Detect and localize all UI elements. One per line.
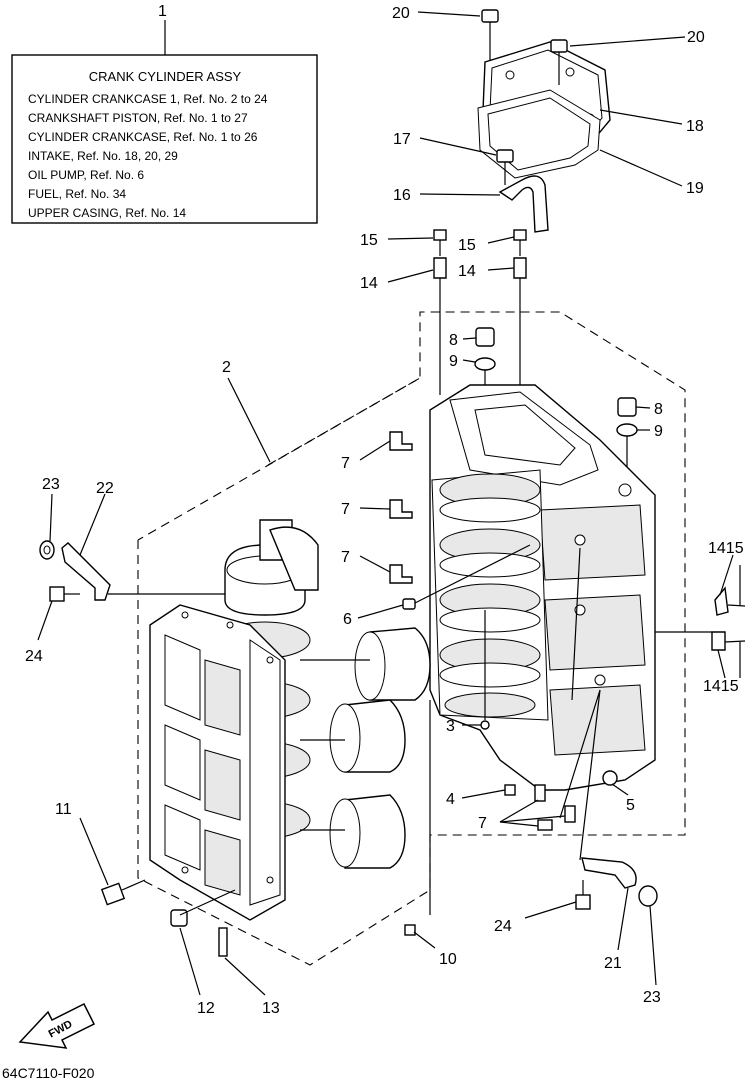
figure-id: 64C7110-F020	[2, 1065, 95, 1081]
bolt-20	[481, 9, 499, 60]
callout-7: 7	[341, 501, 350, 518]
pistons	[300, 627, 431, 869]
bracket-16	[498, 175, 549, 233]
callout-1415: 1415	[708, 540, 744, 557]
callout-24: 24	[25, 648, 43, 665]
hose-21	[581, 857, 637, 889]
callout-18: 18	[686, 118, 704, 135]
callout-24: 24	[494, 918, 512, 935]
stud-13	[218, 927, 228, 957]
callout-5: 5	[626, 797, 635, 814]
clamp-14	[513, 257, 527, 385]
callout-6: 6	[343, 611, 352, 628]
washer-9	[474, 357, 496, 371]
callout-15: 15	[360, 232, 378, 249]
callout-16: 16	[393, 187, 411, 204]
callout-9: 9	[449, 353, 458, 370]
callout-8: 8	[654, 401, 663, 418]
fwd-arrow-icon: FWD	[18, 1002, 96, 1049]
legend-title: CRANK CYLINDER ASSY	[89, 69, 242, 84]
callout-23: 23	[643, 989, 661, 1006]
assembly-outline	[137, 311, 686, 966]
plug-8	[475, 327, 495, 347]
cylinder-head	[149, 604, 286, 921]
pin-3	[480, 720, 490, 730]
callout-15: 15	[458, 237, 476, 254]
callout-7: 7	[341, 455, 350, 472]
plug-4	[504, 784, 516, 796]
bolt-24	[49, 586, 80, 602]
callout-8: 8	[449, 332, 458, 349]
bolt-17	[496, 149, 514, 185]
cap-23	[638, 885, 658, 907]
legend-line: CYLINDER CRANKCASE 1, Ref. No. 2 to 24	[28, 92, 268, 106]
legend-line: CYLINDER CRANKCASE, Ref. No. 1 to 26	[28, 130, 258, 144]
leader-lines	[37, 11, 741, 996]
plug-8	[617, 397, 637, 417]
legend-box: 1 CRANK CYLINDER ASSY CYLINDER CRANKCASE…	[11, 3, 318, 224]
callout-3: 3	[446, 718, 455, 735]
callout-20: 20	[392, 5, 410, 22]
fitting-7	[534, 784, 576, 831]
callout-11: 11	[55, 801, 72, 818]
grommet-1415	[711, 631, 746, 651]
legend-line: UPPER CASING, Ref. No. 14	[28, 206, 186, 220]
callout-17: 17	[393, 131, 411, 148]
callout-22: 22	[96, 480, 114, 497]
legend-line: OIL PUMP, Ref. No. 6	[28, 168, 144, 182]
crankshaft-assembly	[219, 519, 319, 839]
callout-13: 13	[262, 1000, 280, 1017]
callout-10: 10	[439, 951, 457, 968]
callout-1415: 1415	[703, 678, 739, 695]
callout-20: 20	[687, 29, 705, 46]
fitting-7	[389, 564, 413, 584]
plug-5	[602, 770, 618, 786]
callout-12: 12	[197, 1000, 215, 1017]
callout-19: 19	[686, 180, 704, 197]
hose-22	[61, 542, 111, 601]
fitting-7	[389, 499, 413, 519]
plug-10	[404, 924, 416, 936]
clamp-14	[433, 257, 447, 395]
bolt-20	[550, 39, 568, 85]
screw-15	[433, 229, 447, 256]
plug-6	[402, 598, 416, 610]
callout-2: 2	[222, 359, 231, 376]
callout-4: 4	[446, 791, 455, 808]
grommet-1415	[714, 586, 746, 616]
callout-14: 14	[458, 263, 476, 280]
washer-9	[616, 423, 638, 437]
callout-9: 9	[654, 423, 663, 440]
callout-7: 7	[341, 549, 350, 566]
screw-15	[513, 229, 527, 256]
callout-21: 21	[604, 955, 622, 972]
callout-1: 1	[158, 3, 167, 20]
cylinder-block	[429, 384, 656, 791]
callout-23: 23	[42, 476, 60, 493]
legend-line: CRANKSHAFT PISTON, Ref. No. 1 to 27	[28, 111, 248, 125]
legend-line: FUEL, Ref. No. 34	[28, 187, 126, 201]
callout-7: 7	[478, 815, 487, 832]
fitting-7	[389, 431, 413, 451]
bolt-11	[100, 879, 146, 906]
bolt-24	[575, 880, 591, 910]
legend-line: INTAKE, Ref. No. 18, 20, 29	[28, 149, 178, 163]
washer-23	[39, 540, 55, 560]
callout-labels: 20 20 18 19 17 16 15 15 14 14 8 9 8 9 2 …	[25, 5, 744, 1017]
callout-14: 14	[360, 275, 378, 292]
